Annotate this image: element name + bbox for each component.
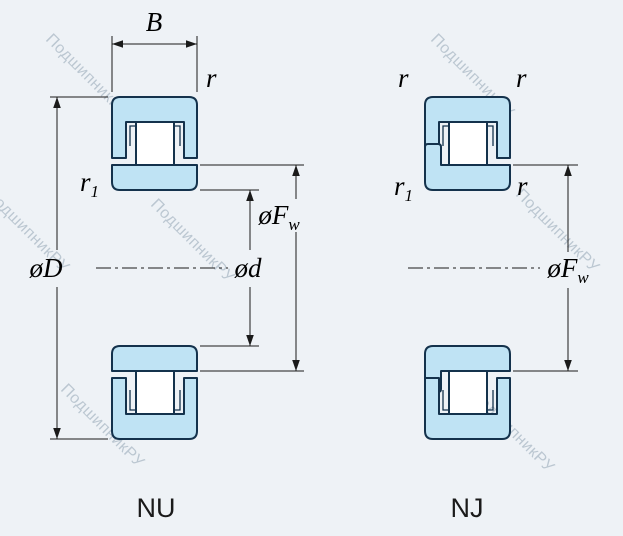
nu-outer-ring-bottom [111,377,198,440]
nj-roller-bottom [448,370,488,415]
bearing-nj-section [424,96,511,440]
label-outer-chamfer-r: r [206,63,217,93]
nu-roller-top [135,121,175,166]
nj-outer-ring-top [424,96,511,159]
nj-cage-bottom-left [442,390,449,411]
type-label-nu: NU [137,493,176,523]
label-nj-inner-chamfer-r1: r1 [394,171,413,205]
nj-cage-bottom-right [487,390,494,411]
nu-dimensions [50,36,304,440]
nu-cage-top-right [174,125,181,146]
bearing-nu-section [111,96,198,440]
nu-cage-top-left [129,125,136,146]
nu-outer-ring-top [111,96,198,159]
label-width-b: B [146,7,163,37]
nu-cage-bottom-left [129,390,136,411]
label-raceway-diameter-left: øFw [257,200,300,234]
nu-inner-ring-top [111,164,198,191]
label-nj-outer-chamfer-left: r [398,63,409,93]
nu-inner-ring-bottom [111,345,198,372]
nj-cage-top-left [442,125,449,146]
nj-inner-ring-top [424,143,511,191]
label-nj-outer-chamfer-right: r [516,63,527,93]
nu-cage-bottom-right [174,390,181,411]
nj-roller-top [448,121,488,166]
nj-dimensions [408,164,578,372]
label-bore-diameter: ød [234,253,263,283]
nu-roller-bottom [135,370,175,415]
type-label-nj: NJ [451,493,484,523]
nj-cage-top-right [487,125,494,146]
label-outer-diameter: øD [29,253,64,283]
label-nj-inner-chamfer-right: r [517,171,528,201]
nj-outer-ring-bottom [424,377,511,440]
label-raceway-diameter-right: øFw [546,253,589,287]
label-inner-chamfer-r1: r1 [80,167,99,201]
